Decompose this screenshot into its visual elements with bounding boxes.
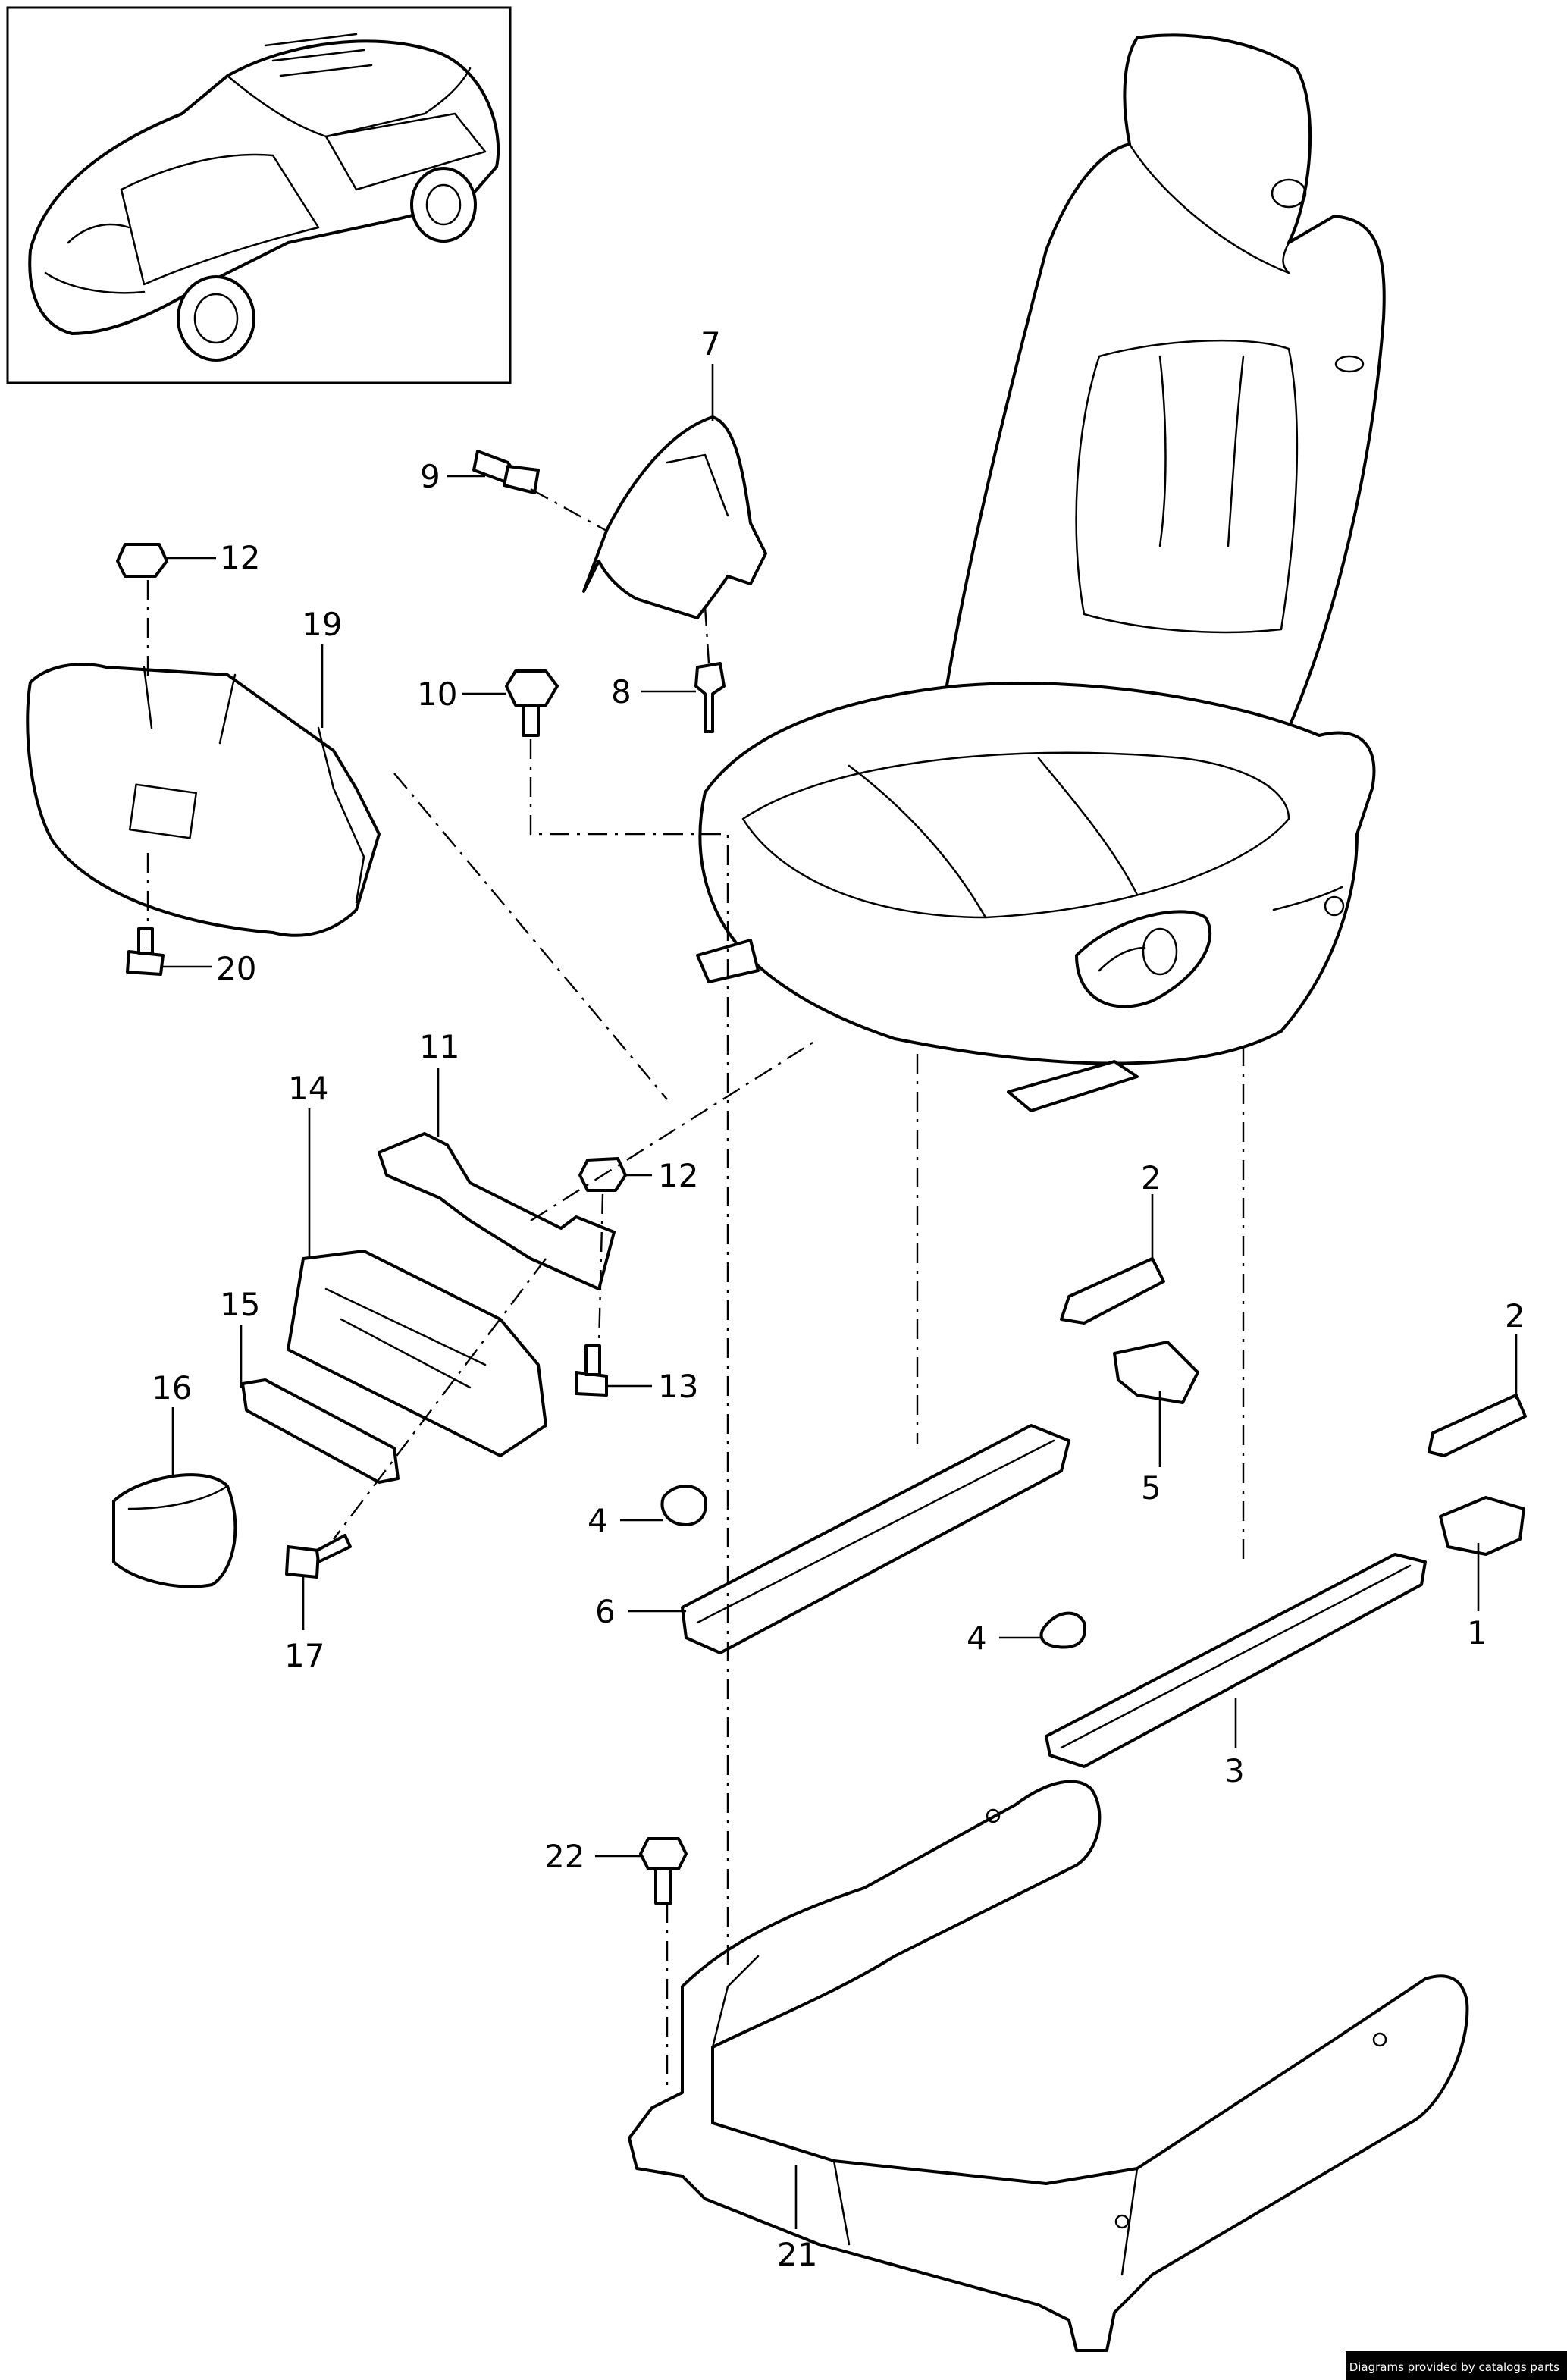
part-5-clip <box>1113 1341 1199 1404</box>
alignment-lines <box>146 488 1245 2093</box>
part-2-cap-a <box>1060 1257 1165 1325</box>
part-14-panel <box>287 1250 547 1457</box>
part-11-bracket <box>378 1132 616 1290</box>
callout-21: 21 <box>777 2236 817 2273</box>
part-4-cap-b <box>1039 1611 1086 1649</box>
callout-12-lower: 12 <box>658 1157 698 1194</box>
leader-lines <box>163 364 1518 2229</box>
callout-20: 20 <box>216 950 256 987</box>
callout-13: 13 <box>658 1368 698 1405</box>
part-21-frame <box>628 1780 1469 2352</box>
vehicle-thumbnail <box>6 6 512 384</box>
callout-2-a: 2 <box>1141 1159 1161 1196</box>
callout-15: 15 <box>220 1286 260 1323</box>
callout-7: 7 <box>700 325 721 362</box>
callout-4-b: 4 <box>967 1620 987 1657</box>
part-2-cap-b <box>1428 1394 1527 1457</box>
part-8-clip <box>694 662 726 733</box>
callout-5: 5 <box>1141 1469 1161 1507</box>
part-7-cover <box>582 415 767 619</box>
part-10-bolt <box>505 669 559 737</box>
credit-banner: Diagrams provided by catalogs parts <box>1346 2351 1567 2380</box>
part-20-screw <box>126 927 165 976</box>
seat-assembly <box>696 33 1386 1112</box>
part-13-screw <box>575 1344 608 1397</box>
callout-2-b: 2 <box>1505 1297 1525 1334</box>
part-17-screw <box>285 1534 352 1579</box>
callout-19: 19 <box>302 606 342 643</box>
callout-4-a: 4 <box>588 1502 608 1539</box>
callout-12-upper: 12 <box>220 539 260 576</box>
part-16-strap <box>112 1473 237 1588</box>
callout-16: 16 <box>152 1369 192 1406</box>
callout-3: 3 <box>1224 1752 1245 1789</box>
callout-14: 14 <box>288 1070 328 1107</box>
callout-17: 17 <box>284 1637 324 1674</box>
callout-11: 11 <box>419 1028 459 1065</box>
callout-22: 22 <box>544 1838 584 1875</box>
credit-text: Diagrams provided by catalogs parts <box>1349 2360 1559 2374</box>
part-15-strip <box>241 1378 400 1484</box>
callout-10: 10 <box>417 676 457 713</box>
callout-6: 6 <box>595 1593 616 1630</box>
part-3-rail <box>1045 1553 1427 1768</box>
part-4-cap-a <box>660 1485 707 1526</box>
callout-8: 8 <box>611 673 632 710</box>
part-6-rail <box>681 1424 1070 1654</box>
part-12-nut-upper <box>116 543 168 578</box>
callout-9: 9 <box>420 458 440 495</box>
callout-1: 1 <box>1467 1614 1487 1651</box>
part-1-clip <box>1439 1496 1525 1556</box>
part-9-screw <box>472 450 540 494</box>
part-22-bolt <box>639 1837 688 1905</box>
callout-labels: 7 9 8 10 12 19 20 11 12 13 14 15 16 17 2… <box>152 325 1525 2273</box>
part-19-trim <box>26 663 381 937</box>
